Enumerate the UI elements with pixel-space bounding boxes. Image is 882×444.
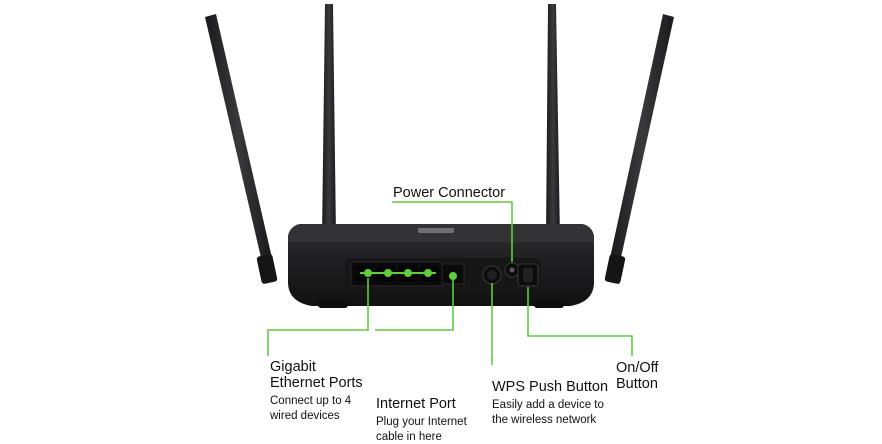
- gigabit-ports-desc-line2: wired devices: [270, 409, 340, 422]
- gigabit-ports-label-line1: Gigabit: [270, 359, 316, 375]
- power-connector: [504, 262, 520, 278]
- antenna-left-outer: [205, 14, 278, 284]
- gigabit-ports-label-line2: Ethernet Ports: [270, 375, 363, 392]
- wps-button-desc-line1: Easily add a device to: [492, 399, 604, 412]
- internet-port-label: Internet Port: [376, 396, 456, 412]
- internet-port-description: Plug your Internet cable in here: [376, 415, 467, 444]
- power-connector-label: Power Connector: [393, 185, 506, 201]
- power-connector-callout: Power Connector: [393, 185, 505, 201]
- ethernet-ports: [350, 261, 444, 287]
- antenna-right-outer: [604, 14, 674, 284]
- wps-button-desc-line2: the wireless network: [492, 413, 597, 426]
- wps-button-description: Easily add a device to the wireless netw…: [492, 398, 608, 427]
- wps-button-callout: WPS Push Button Easily add a device to t…: [492, 379, 608, 427]
- internet-port-desc-line2: cable in here: [376, 430, 442, 443]
- wps-button: [482, 265, 502, 285]
- antenna-left-inner: [322, 4, 336, 238]
- gigabit-ports-description: Connect up to 4 wired devices: [270, 394, 363, 423]
- antenna-right-inner: [546, 4, 560, 238]
- on-off-label-line1: On/Off: [616, 360, 659, 376]
- on-off-button: [517, 263, 539, 287]
- gigabit-ports-desc-line1: Connect up to 4: [270, 395, 352, 408]
- internet-port: [441, 263, 465, 285]
- on-off-label-line2: Button: [616, 376, 658, 393]
- callout-lines: [267, 201, 633, 365]
- internet-port-callout: Internet Port Plug your Internet cable i…: [376, 396, 467, 444]
- on-off-button-callout: On/Off Button: [616, 360, 658, 392]
- gigabit-ports-callout: Gigabit Ethernet Ports Connect up to 4 w…: [270, 359, 363, 423]
- wps-button-label: WPS Push Button: [492, 379, 609, 395]
- internet-port-desc-line1: Plug your Internet: [376, 416, 467, 429]
